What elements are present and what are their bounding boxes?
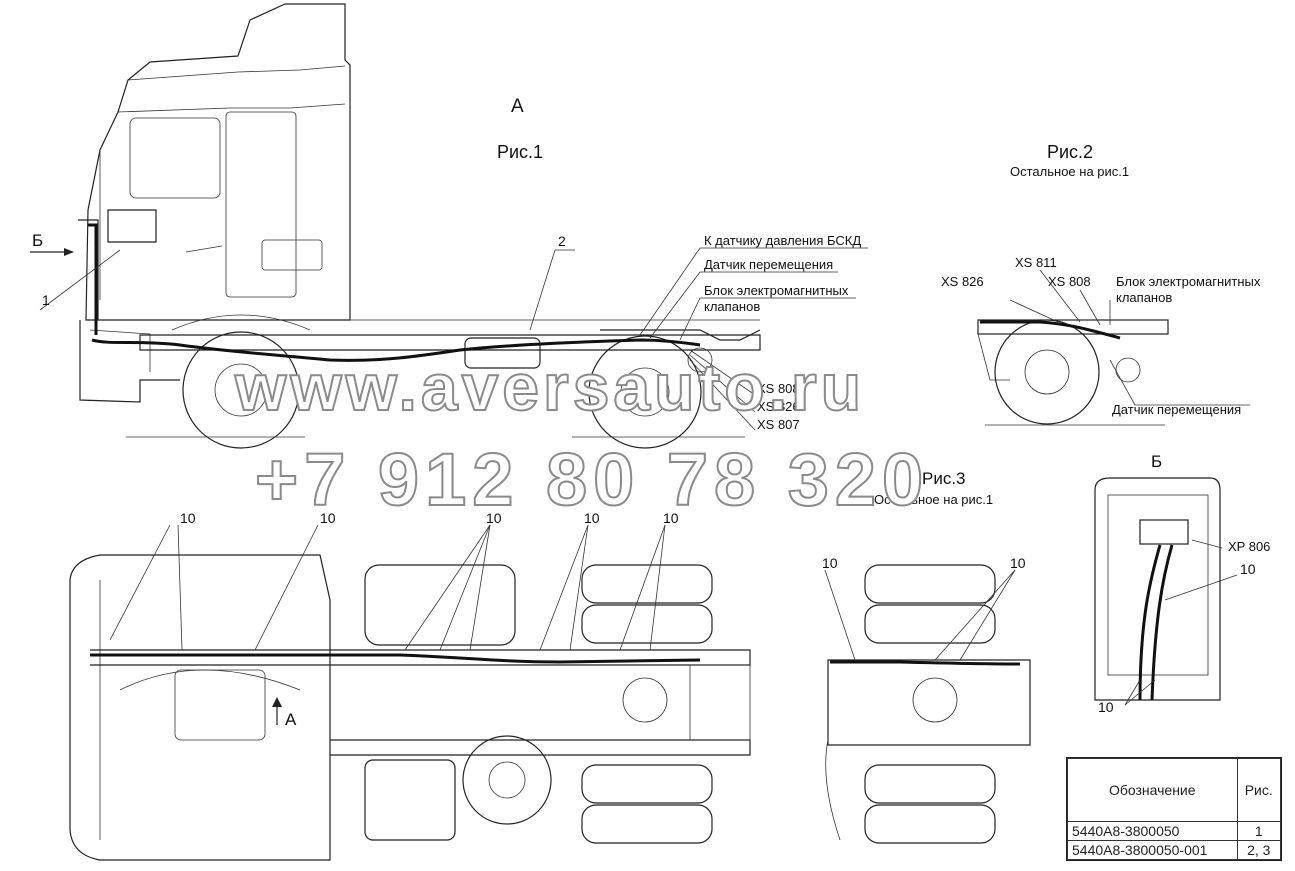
table-cell-designation: 5440А8-3800050 (1067, 821, 1238, 841)
fig1-xs808-label: XS 808 (757, 381, 800, 396)
designation-table: Обозначение Рис. 5440А8-3800050 1 5440А8… (1066, 757, 1282, 861)
fig1-sensor-pressure-label: К датчику давления БСКД (704, 233, 861, 248)
fig2-title: Рис.2 (1047, 142, 1093, 162)
pos1-label: 1 (42, 292, 50, 308)
table-cell-designation: 5440А8-3800050-001 (1067, 840, 1238, 860)
view-b-pos10-label: 10 (1240, 561, 1256, 577)
view-b-detail (1094, 477, 1238, 706)
pos10-label: 10 (486, 510, 502, 526)
table-row: 5440А8-3800050-001 2, 3 (1067, 840, 1281, 860)
fig2-valve-block-label: Блок электромагнитных (1116, 274, 1261, 289)
pos10-leaders (109, 524, 1016, 661)
view-b-arrow-label: Б (32, 231, 43, 250)
pos10-label: 10 (663, 510, 679, 526)
fig3-note: Остальное на рис.1 (874, 492, 993, 507)
fig1-title: Рис.1 (497, 142, 543, 162)
fig2-xs808-label: XS 808 (1048, 274, 1091, 289)
fig1-side-view (30, 3, 761, 449)
fig1-valve-block-label-2: клапанов (704, 299, 760, 314)
watermark-site: www.aversauto.ru (234, 350, 865, 424)
fig2-note: Остальное на рис.1 (1010, 164, 1129, 179)
table-header-fig: Рис. (1236, 758, 1281, 822)
fig1-valve-block-label: Блок электромагнитных (704, 283, 849, 298)
arrow-a-label: А (285, 710, 297, 729)
fig2-sensor-move-label: Датчик перемещения (1112, 402, 1241, 417)
pos10-label: 10 (822, 555, 838, 571)
view-b-title: Б (1151, 452, 1162, 471)
watermark-phone: +7 912 80 78 320 (255, 438, 929, 521)
pos10-label: 10 (320, 510, 336, 526)
table-cell-fig: 1 (1236, 821, 1281, 841)
pos10-label: 10 (584, 510, 600, 526)
view-b-pos10-label-2: 10 (1098, 699, 1114, 715)
view-b-xp806-label: XP 806 (1228, 539, 1270, 554)
fig2-xs826-label: XS 826 (941, 274, 984, 289)
fig1-xs807-label: XS 807 (757, 417, 800, 432)
table-header-designation: Обозначение (1067, 758, 1238, 822)
table-cell-fig: 2, 3 (1236, 840, 1281, 860)
fig1-leaders (39, 247, 868, 431)
pos10-label: 10 (180, 510, 196, 526)
fig2-chassis-detail (977, 269, 1250, 426)
fig1-xs826-label: XS 826 (757, 399, 800, 414)
fig2-valve-block-label-2: клапанов (1116, 290, 1172, 305)
view-a-label: А (511, 96, 524, 117)
fig1-top-view (69, 554, 751, 861)
fig3-top-view (825, 564, 1031, 844)
fig3-title: Рис.3 (922, 469, 966, 488)
pos10-label: 10 (1010, 555, 1026, 571)
fig2-xs811-label: XS 811 (1015, 255, 1057, 270)
pos2-label: 2 (558, 233, 566, 249)
table-row: 5440А8-3800050 1 (1067, 821, 1281, 841)
fig1-sensor-move-label: Датчик перемещения (704, 257, 833, 272)
